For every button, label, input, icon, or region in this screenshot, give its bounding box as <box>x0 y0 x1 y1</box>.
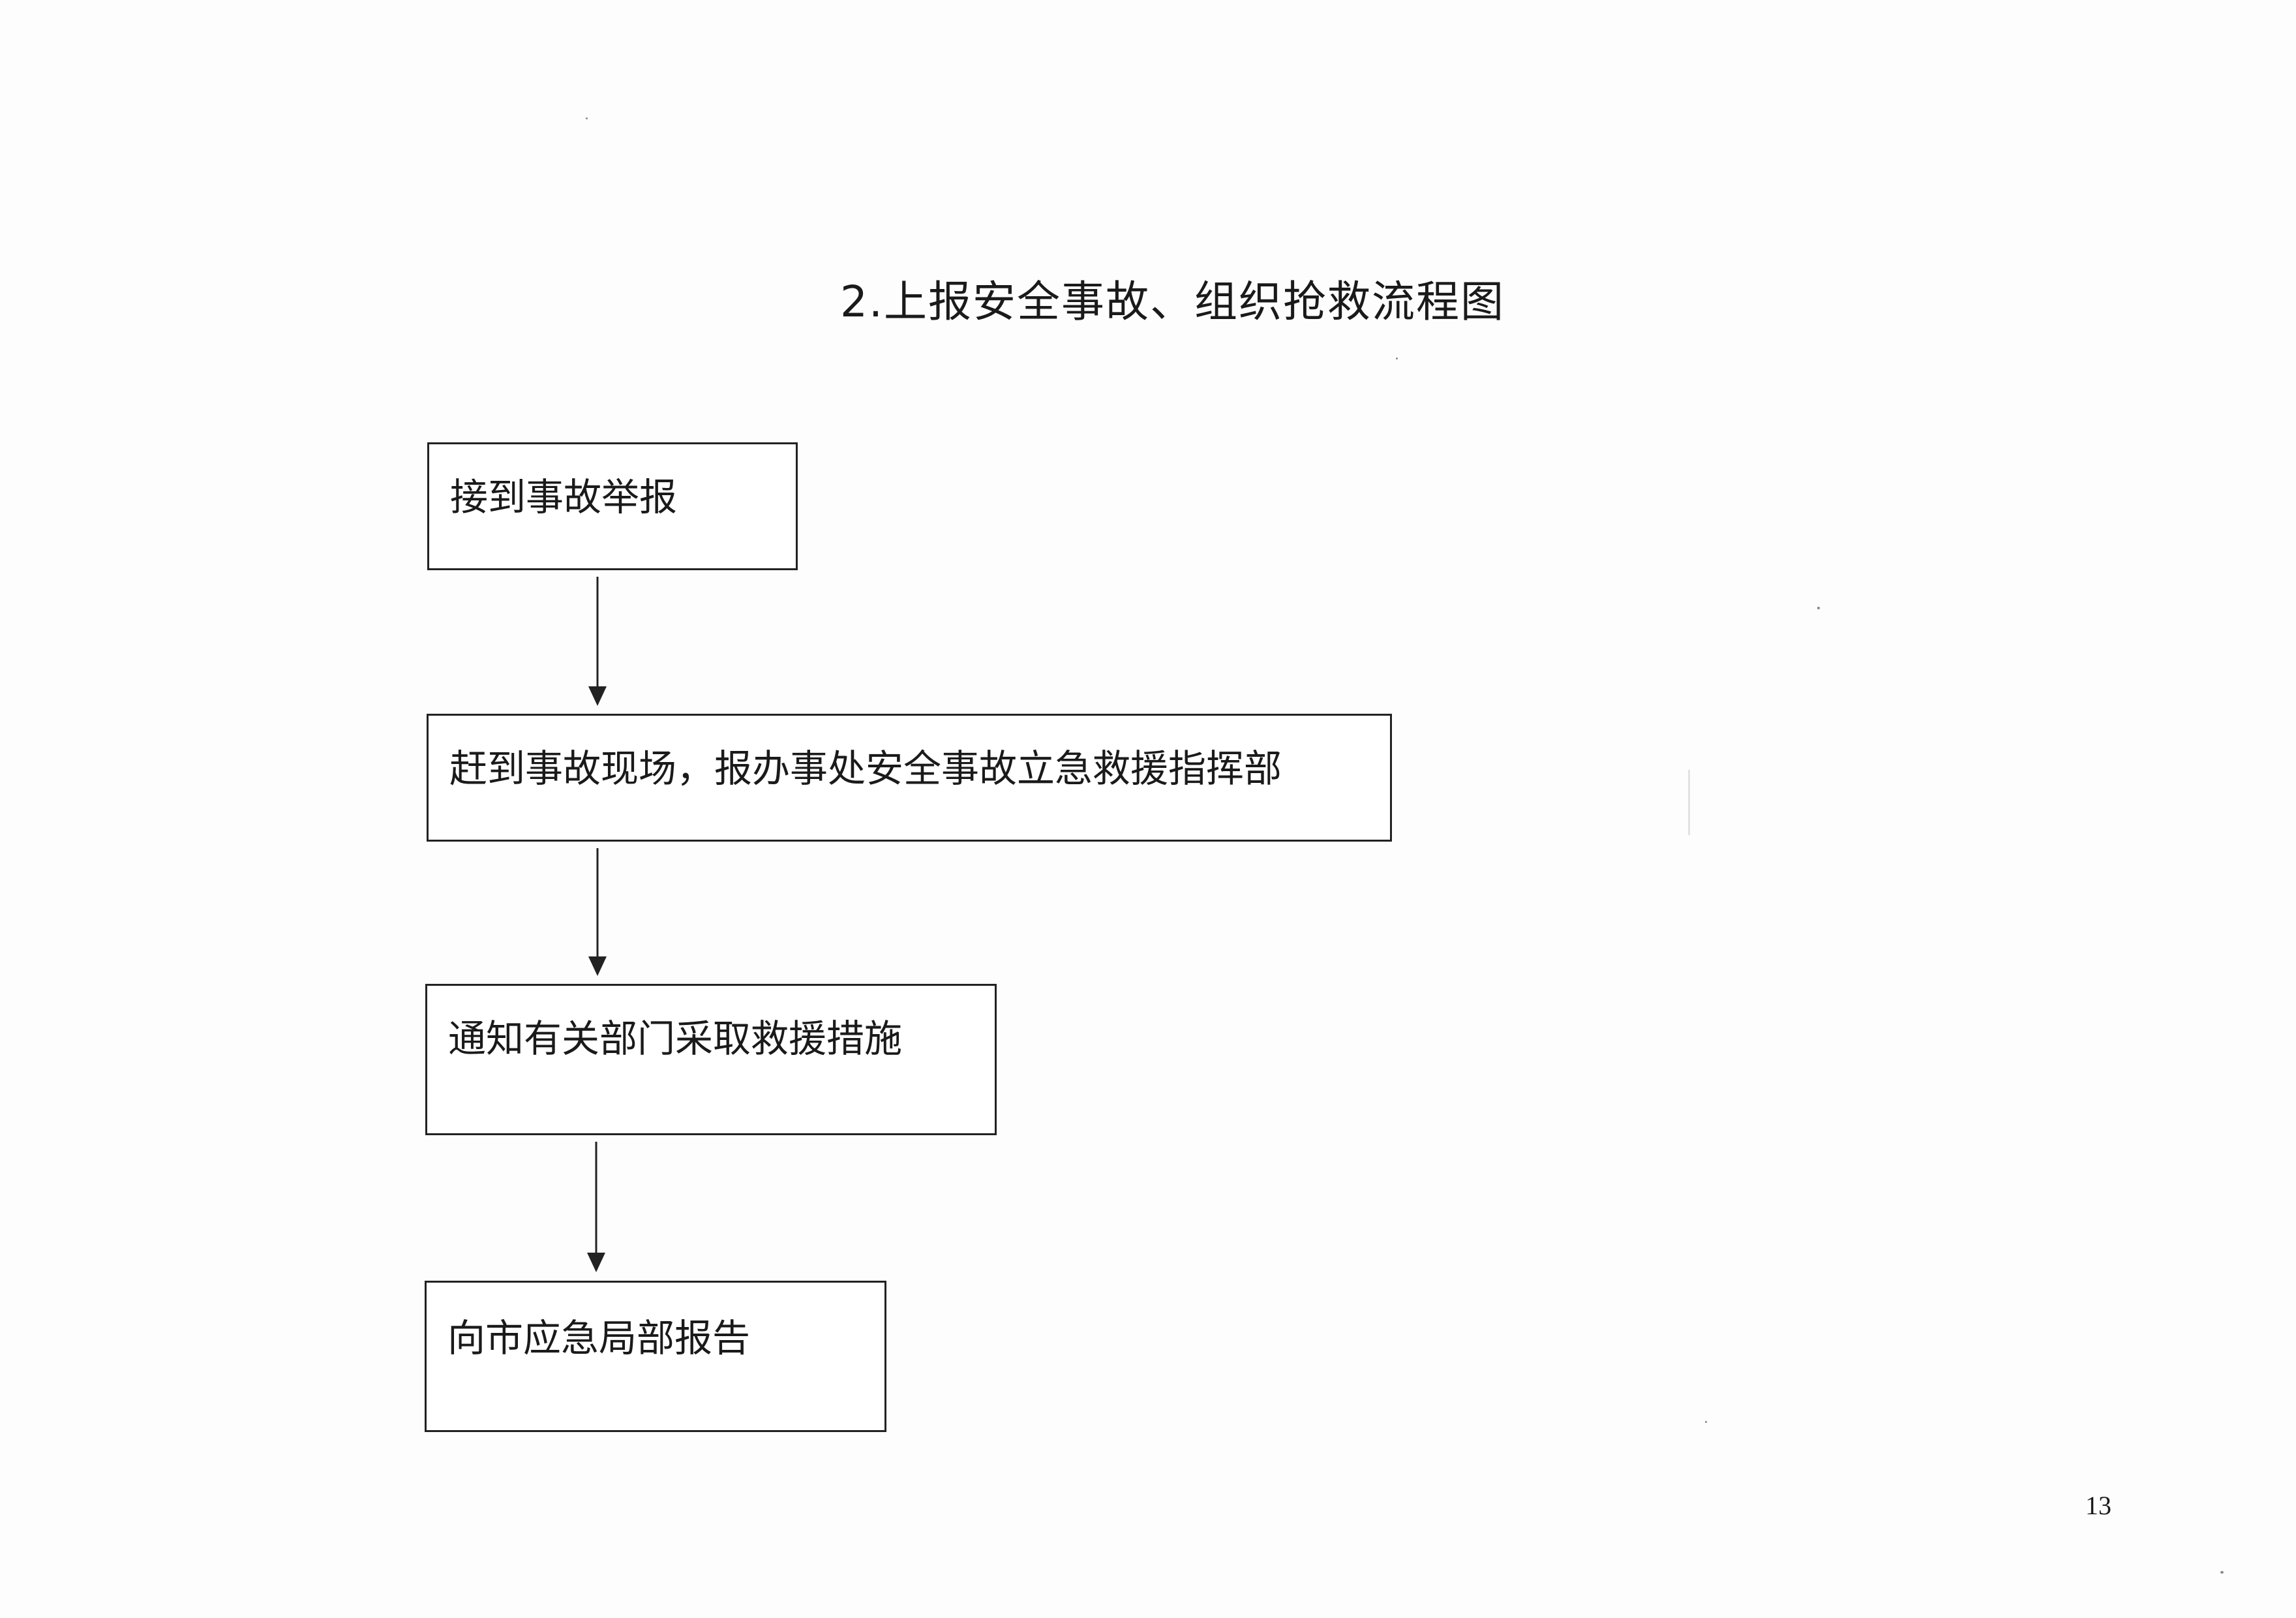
flow-node-report-to-city: 向市应急局部报告 <box>425 1281 886 1432</box>
page-number: 13 <box>2085 1491 2111 1520</box>
scan-speck <box>1396 358 1398 359</box>
flow-node-label: 接到事故举报 <box>450 475 678 519</box>
scan-streak <box>1688 770 1690 835</box>
page-title: 2.上报安全事故、组织抢救流程图 <box>840 277 1505 327</box>
flow-node-label: 通知有关部门采取救援措施 <box>448 1016 903 1061</box>
flow-arrow-2 <box>588 848 607 976</box>
flow-arrow-1 <box>588 577 607 706</box>
flow-node-rush-to-scene: 赶到事故现场，报办事处安全事故立急救援指挥部 <box>427 714 1392 842</box>
scan-speck <box>2220 1571 2224 1574</box>
scan-speck <box>1705 1421 1707 1423</box>
scan-speck <box>586 117 588 119</box>
flow-arrow-3 <box>587 1142 605 1272</box>
scan-speck <box>1817 607 1820 609</box>
flow-node-label: 向市应急局部报告 <box>447 1316 751 1360</box>
flow-node-label: 赶到事故现场，报办事处安全事故立急救援指挥部 <box>449 746 1282 791</box>
flow-node-notify-departments: 通知有关部门采取救援措施 <box>425 984 997 1135</box>
flow-node-receive-report: 接到事故举报 <box>427 442 798 570</box>
